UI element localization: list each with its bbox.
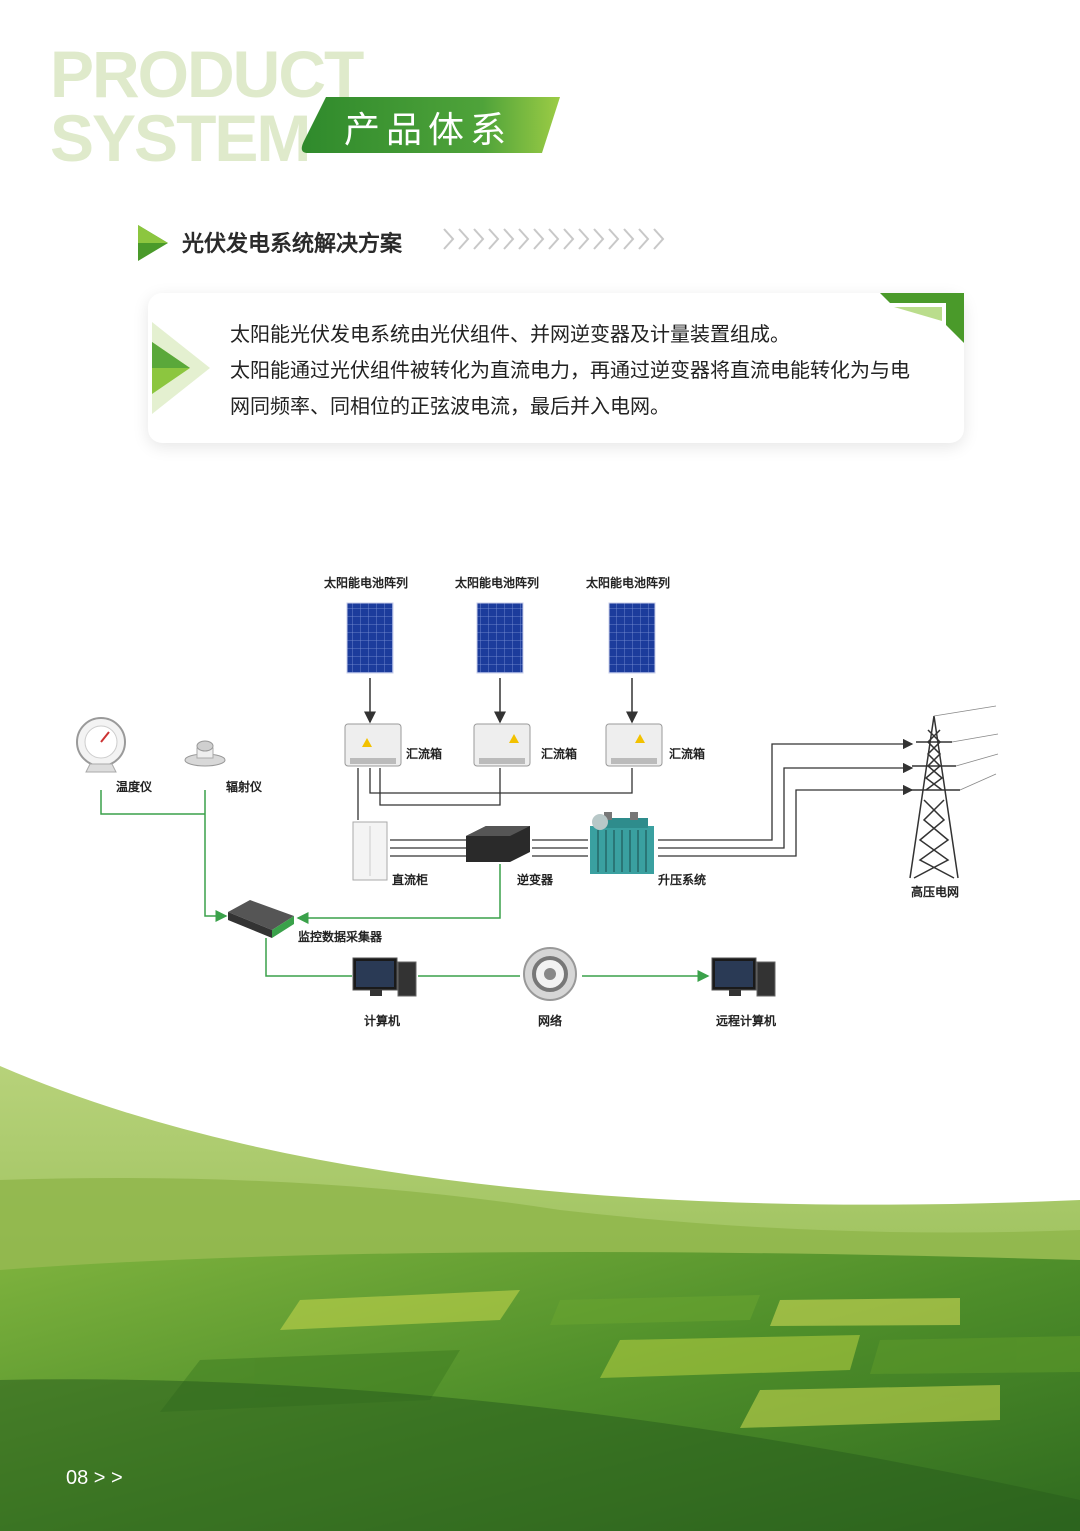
card-text-line-3: 网同频率、同相位的正弦波电流，最后并入电网。 [230,394,670,418]
subheading: 光伏发电系统解决方案 [182,232,403,257]
grid-label: 高压电网 [911,885,960,899]
combiner-label-3: 汇流箱 [669,747,706,761]
background-title-line1: PRODUCT [50,37,364,111]
combiner-box-1 [344,723,402,767]
remote-computer-icon [711,957,776,997]
section-title: 产品体系 [344,110,513,151]
combiner-box-2 [473,723,531,767]
combiner-box-3 [605,723,663,767]
solar-panel-3 [608,602,656,674]
dc-cabinet-label: 直流柜 [392,873,429,887]
intro-card [148,293,964,443]
card-text-line-1: 太阳能光伏发电系统由光伏组件、并网逆变器及计量装置组成。 [230,322,790,346]
collector-label: 监控数据采集器 [298,930,383,944]
solar-array-label-3: 太阳能电池阵列 [586,576,671,590]
radiometer-label: 辐射仪 [226,780,263,794]
background-title: PRODUCT SYSTEM [50,37,364,175]
remote-computer-label: 远程计算机 [716,1014,777,1028]
farmland-landscape-image [0,1066,1080,1531]
play-arrow-icon [138,225,168,261]
step-up-label: 升压系统 [658,873,707,887]
background-title-line2: SYSTEM [50,101,311,175]
solar-array-label-1: 太阳能电池阵列 [324,576,409,590]
transmission-tower-icon [908,705,999,879]
solar-panel-2 [476,602,524,674]
network-label: 网络 [538,1014,563,1028]
dc-cabinet [352,821,388,881]
card-arrow-icon [152,322,210,414]
section-banner-shape [301,97,560,153]
data-collector [228,900,294,938]
chevron-row-icon [443,228,665,250]
network-at-icon [523,947,577,1001]
card-text-line-2: 太阳能通过光伏组件被转化为直流电力，再通过逆变器将直流电能转化为与电 [230,358,910,382]
page-number: 08 > > [66,1467,123,1489]
radiometer-icon [184,740,226,767]
computer-icon [352,957,417,997]
solar-array-label-2: 太阳能电池阵列 [455,576,540,590]
step-up-transformer [590,812,654,874]
combiner-label-2: 汇流箱 [541,747,578,761]
card-corner-accent [880,293,964,343]
combiner-label-1: 汇流箱 [406,747,443,761]
solar-panel-1 [346,602,394,674]
thermometer-label: 温度仪 [116,780,153,794]
thermometer-icon [76,717,126,773]
pv-system-diagram [76,602,999,1001]
inverter [466,826,530,862]
inverter-label: 逆变器 [517,873,554,887]
computer-label: 计算机 [364,1014,401,1028]
